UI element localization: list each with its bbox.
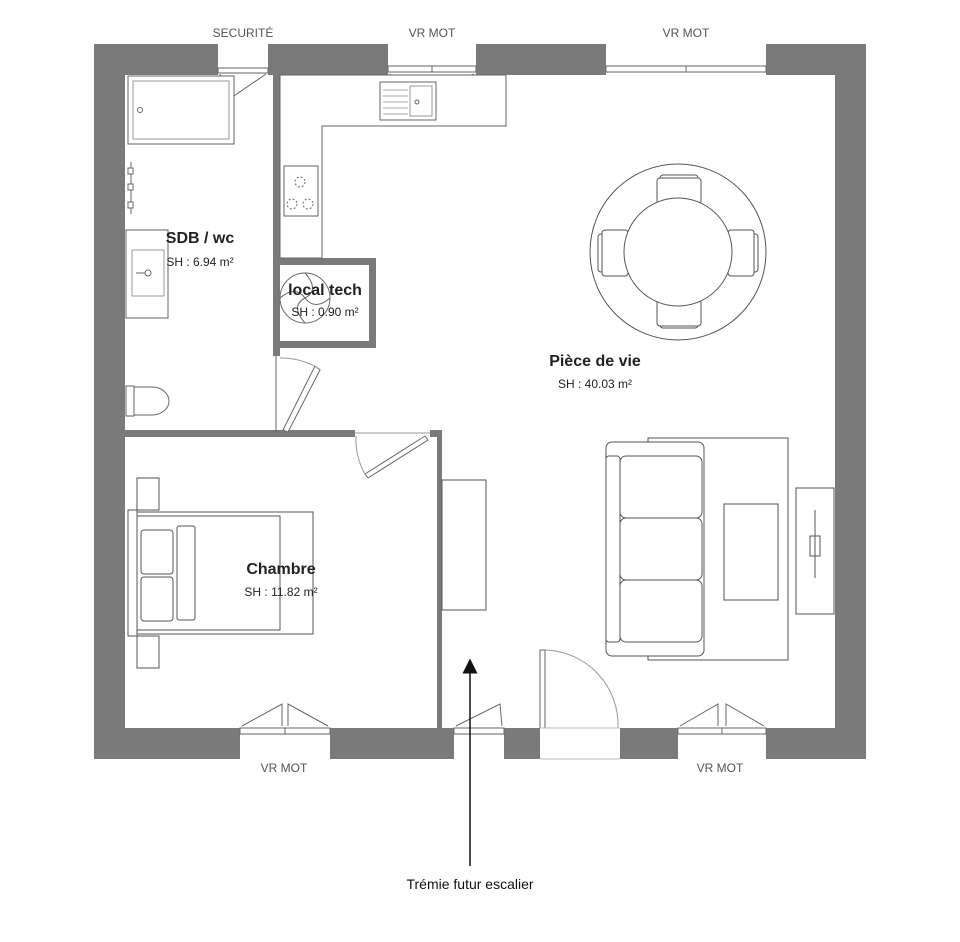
room-name-sdb: SDB / wc	[165, 230, 235, 247]
water-heater	[279, 272, 331, 324]
window-label-securite: SECURITÉ	[212, 26, 274, 40]
room-name-chambre: Chambre	[246, 561, 316, 578]
stair-annotation: Trémie futur escalier	[406, 876, 534, 892]
towel-rail	[127, 162, 134, 214]
bathtub	[127, 75, 235, 145]
sofa	[605, 437, 789, 661]
kitchen-counter	[279, 74, 507, 259]
exterior-walls	[94, 44, 866, 759]
room-area-chambre: SH : 11.82 m²	[244, 585, 318, 599]
windows-bottom	[239, 703, 767, 735]
room-name-piece-de-vie: Pièce de vie	[549, 353, 641, 370]
dining-table	[589, 163, 767, 341]
room-area-piece-de-vie: SH : 40.03 m²	[557, 377, 633, 391]
washbasin	[125, 229, 169, 319]
window-label-bottom-left: VR MOT	[260, 761, 308, 775]
window-label-bottom-right: VR MOT	[696, 761, 744, 775]
window-label-top-right: VR MOT	[662, 26, 710, 40]
room-area-sdb: SH : 6.94 m²	[166, 255, 234, 269]
nightstands	[136, 477, 160, 669]
room-name-local-tech: local tech	[288, 282, 362, 299]
interior-walls	[125, 75, 442, 728]
toilet	[125, 385, 170, 417]
window-label-top-mid: VR MOT	[408, 26, 456, 40]
tv-unit	[795, 487, 835, 615]
coffee-table	[723, 503, 779, 601]
room-area-local-tech: SH : 0.90 m²	[291, 305, 359, 319]
hob	[286, 176, 314, 210]
bed	[127, 509, 314, 637]
doors	[275, 356, 620, 760]
wardrobe	[441, 479, 487, 611]
